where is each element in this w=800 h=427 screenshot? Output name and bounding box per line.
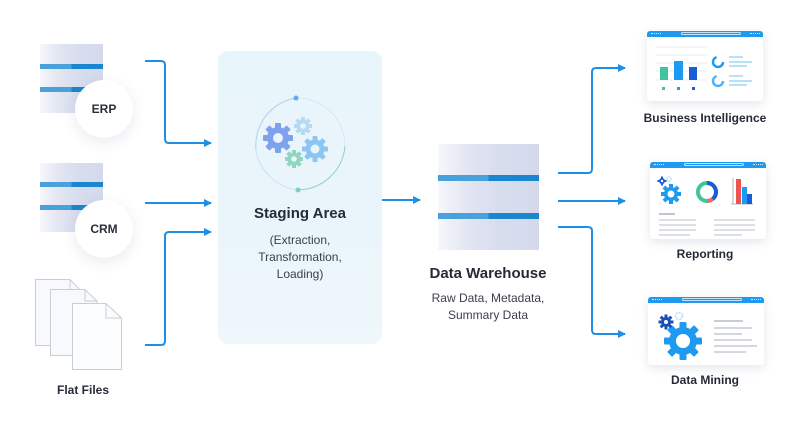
arrow-erp-to-staging: [145, 60, 212, 147]
data-warehouse-subtitle: Raw Data, Metadata, Summary Data: [408, 290, 568, 324]
gear-window-icon: [648, 297, 764, 365]
staging-subtitle-line: Loading): [276, 267, 324, 281]
staging-subtitle-line: (Extraction,: [269, 233, 331, 247]
source-label-flat-files: Flat Files: [56, 383, 109, 397]
source-label-erp: ERP: [75, 80, 133, 138]
output-label-data-mining: Data Mining: [671, 373, 739, 387]
data-warehouse-title: Data Warehouse: [429, 265, 547, 282]
dashboard-window-icon: [647, 31, 763, 101]
staging-area-title: Staging Area: [254, 205, 346, 222]
warehouse-subtitle-line: Summary Data: [447, 308, 529, 322]
output-label-reporting: Reporting: [676, 247, 734, 261]
staging-subtitle-line: Transformation,: [258, 250, 342, 264]
database-icon: [438, 144, 539, 250]
arrow-flatfiles-to-staging: [145, 228, 212, 346]
warehouse-subtitle-line: Raw Data, Metadata,: [431, 291, 545, 305]
output-label-bi: Business Intelligence: [643, 111, 767, 125]
staging-area-panel: [218, 51, 382, 344]
source-label-crm: CRM: [75, 200, 133, 258]
report-window-icon: [650, 162, 766, 239]
staging-area-subtitle: (Extraction, Transformation, Loading): [218, 232, 382, 283]
arrow-warehouse-to-bi: [558, 64, 626, 174]
arrow-warehouse-to-mining: [558, 226, 626, 338]
